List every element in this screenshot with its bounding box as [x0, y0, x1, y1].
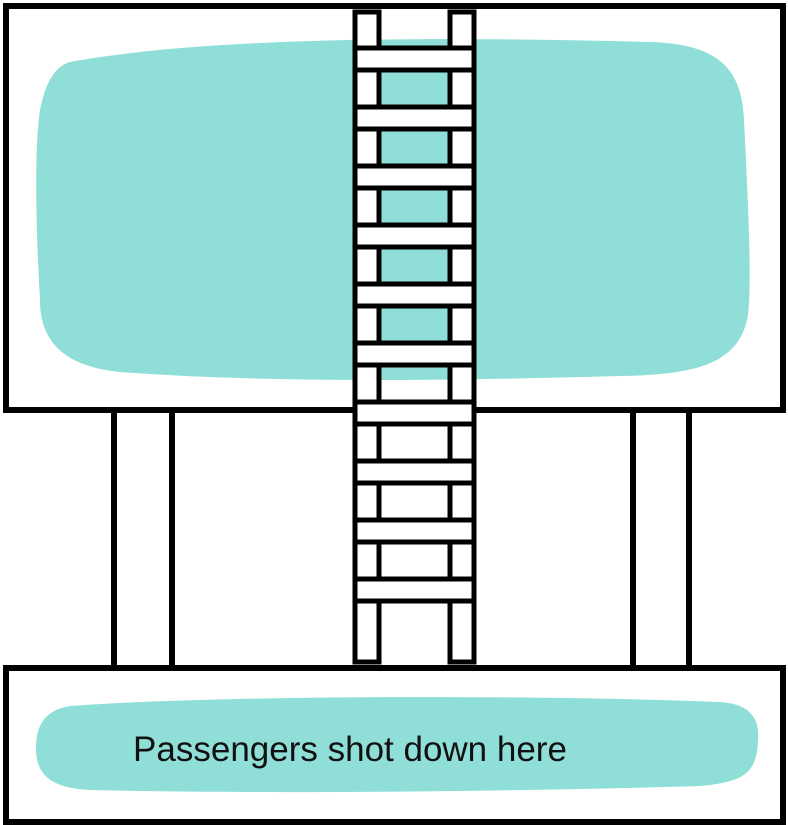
ladder-rung	[352, 222, 477, 250]
ladder-rung	[352, 517, 477, 545]
ladder-rung	[352, 163, 477, 191]
ladder	[352, 9, 477, 665]
ladder-rung	[352, 104, 477, 132]
left-leg-outer	[111, 407, 175, 675]
caption-text: Passengers shot down here	[133, 730, 567, 769]
right-leg-outer	[630, 407, 692, 675]
ladder-rung	[352, 340, 477, 368]
ladder-rung	[352, 576, 477, 604]
lower-water	[36, 697, 759, 793]
upper-water	[36, 39, 750, 380]
ladder-rung	[352, 399, 477, 427]
ladder-rung	[352, 458, 477, 486]
support-legs	[111, 407, 692, 675]
ladder-rung	[352, 281, 477, 309]
ladder-rung	[352, 45, 477, 73]
